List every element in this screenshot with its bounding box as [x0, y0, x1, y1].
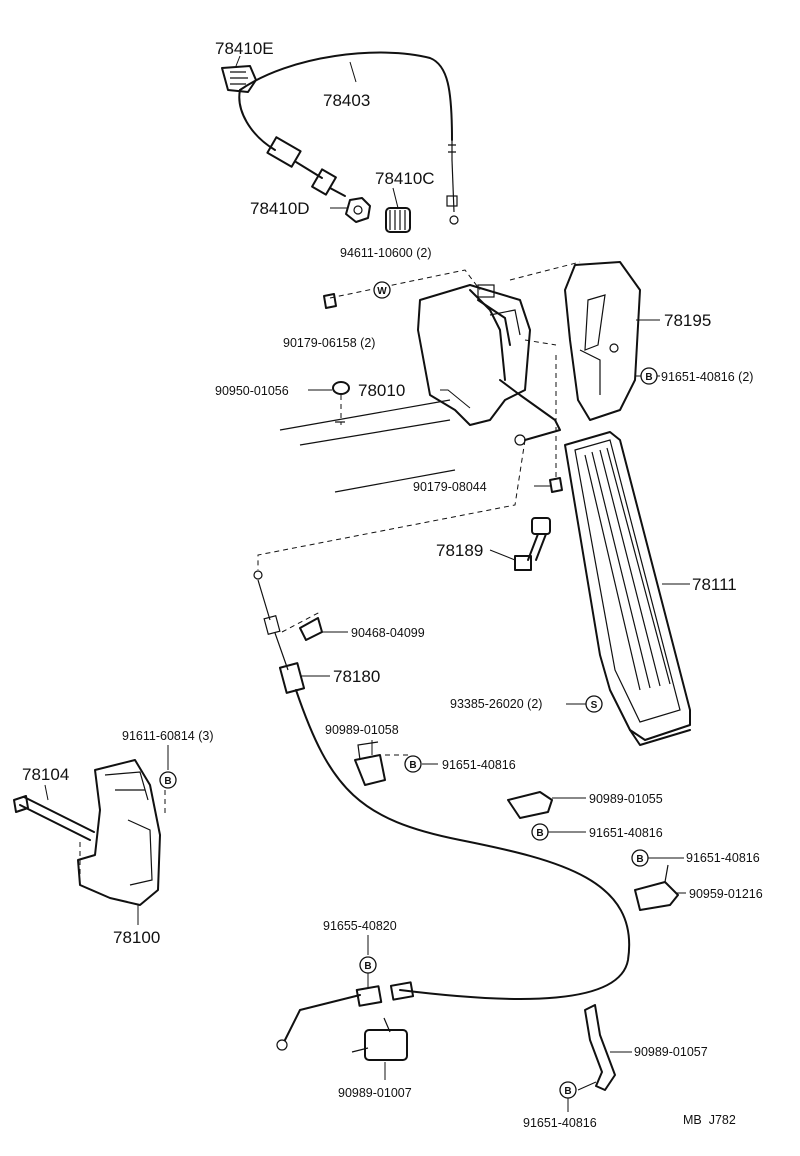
label-90989-01057: 90989-01057 — [634, 1045, 708, 1059]
label-90989-01058: 90989-01058 — [325, 723, 399, 737]
symbol-b-6: B — [359, 956, 377, 974]
label-90179-06158: 90179-06158 (2) — [283, 336, 375, 350]
accelerator-cable-78180 — [253, 570, 631, 1051]
label-91655-40820: 91655-40820 — [323, 919, 397, 933]
label-78104: 78104 — [22, 765, 69, 784]
label-78111: 78111 — [692, 575, 737, 594]
pedal-stopper-plate-78195 — [564, 261, 641, 421]
label-91651-40816-d: 91651-40816 — [686, 851, 760, 865]
bolt-78189 — [514, 517, 551, 571]
symbol-s: S — [585, 695, 603, 713]
label-91651-40816-b: 91651-40816 — [442, 758, 516, 772]
part-labels: 78410E 78403 78410C 78410D 94611-10600 (… — [22, 39, 763, 1130]
label-78010: 78010 — [358, 381, 405, 400]
cap-78410C — [385, 207, 411, 233]
label-78180: 78180 — [333, 667, 380, 686]
symbol-b-2: B — [404, 755, 422, 773]
cable-end-78410E — [221, 65, 257, 93]
label-91651-40816-a: 91651-40816 (2) — [661, 370, 753, 384]
clamp-90989-01007 — [351, 1017, 408, 1061]
label-78410D: 78410D — [250, 199, 310, 218]
label-78410C: 78410C — [375, 169, 435, 188]
clip-90950-01056 — [332, 381, 350, 395]
rod-78104 — [13, 795, 95, 841]
leader-lines — [44, 55, 690, 1112]
svg-text:B: B — [636, 854, 643, 865]
symbol-b-4: B — [531, 823, 549, 841]
accelerator-pedal-78111 — [564, 431, 691, 746]
label-90959-01216: 90959-01216 — [689, 887, 763, 901]
label-91651-40816-e: 91651-40816 — [523, 1116, 597, 1130]
grommet-78410D — [345, 197, 371, 223]
label-78189: 78189 — [436, 541, 483, 560]
label-78195: 78195 — [664, 311, 711, 330]
bracket-90989-01057 — [584, 1004, 616, 1091]
throttle-cable-78403 — [238, 51, 459, 225]
svg-text:W: W — [377, 286, 387, 297]
label-78410E: 78410E — [215, 39, 274, 58]
pedal-bracket-78010 — [417, 284, 561, 446]
svg-text:B: B — [409, 760, 416, 771]
label-91611-60814: 91611-60814 (3) — [122, 729, 214, 743]
label-78100: 78100 — [113, 928, 160, 947]
label-90989-01007: 90989-01007 — [338, 1086, 412, 1100]
svg-text:B: B — [536, 828, 543, 839]
clamp-90989-01055 — [507, 791, 553, 819]
label-91651-40816-c: 91651-40816 — [589, 826, 663, 840]
symbol-b-1: B — [640, 367, 658, 385]
svg-text:B: B — [645, 372, 652, 383]
label-93385-26020: 93385-26020 (2) — [450, 697, 542, 711]
bracket-90959-01216 — [634, 864, 679, 911]
clamp-90989-01058 — [354, 741, 386, 786]
footer-code: MB J782 — [683, 1113, 736, 1127]
svg-text:S: S — [591, 700, 598, 711]
label-78403: 78403 — [323, 91, 370, 110]
symbol-b-7: B — [559, 1081, 577, 1099]
nut-90179-08044 — [549, 477, 563, 493]
label-94611-10600: 94611-10600 (2) — [340, 246, 432, 260]
symbol-b-5: B — [631, 849, 649, 867]
svg-text:B: B — [164, 776, 171, 787]
bolt-90179-06158 — [323, 293, 337, 309]
symbol-w: W — [373, 281, 391, 299]
label-90989-01055: 90989-01055 — [589, 792, 663, 806]
clamp-90468-04099 — [299, 617, 323, 641]
label-90950-01056: 90950-01056 — [215, 384, 289, 398]
label-90468-04099: 90468-04099 — [351, 626, 425, 640]
label-90179-08044: 90179-08044 — [413, 480, 487, 494]
symbol-b-3: B — [159, 771, 177, 789]
svg-text:B: B — [364, 961, 371, 972]
pedal-bracket-78100 — [77, 759, 161, 906]
svg-text:B: B — [564, 1086, 571, 1097]
